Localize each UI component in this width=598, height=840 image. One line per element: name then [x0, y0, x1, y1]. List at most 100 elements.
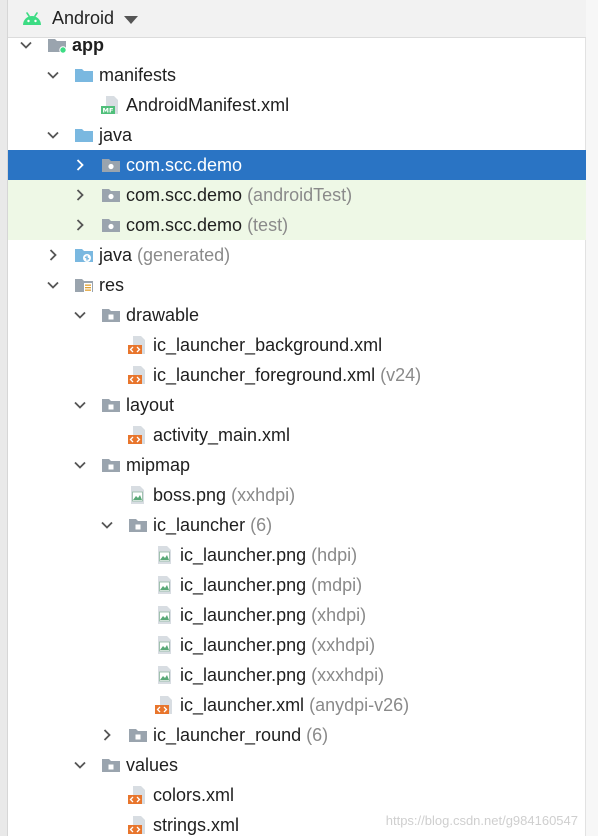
tree-row[interactable]: MF AndroidManifest.xml: [8, 90, 586, 120]
tree-row[interactable]: drawable: [8, 300, 586, 330]
svg-text:MF: MF: [103, 107, 114, 115]
tree-row-label: app: [72, 30, 104, 60]
tree-row[interactable]: layout: [8, 390, 586, 420]
tree-row[interactable]: ic_launcher.png (hdpi): [8, 540, 586, 570]
tree-item-name: values: [126, 755, 179, 775]
tree-item-hint: (6): [250, 515, 273, 535]
tree-row[interactable]: ic_launcher_round (6): [8, 720, 586, 750]
tree-item-hint: (v24): [380, 365, 422, 385]
chevron-down-icon[interactable]: [72, 750, 88, 780]
chevron-down-icon[interactable]: [72, 300, 88, 330]
chevron-down-icon[interactable]: [72, 450, 88, 480]
tree-item-hint: (generated): [137, 245, 231, 265]
tree-row-label: colors.xml: [153, 780, 234, 810]
tree-row[interactable]: ic_launcher.xml (anydpi-v26): [8, 690, 586, 720]
tree-row[interactable]: java: [8, 120, 586, 150]
tree-row-label: ic_launcher_background.xml: [153, 330, 382, 360]
tree-row-label: ic_launcher (6): [153, 510, 272, 540]
chevron-right-icon[interactable]: [72, 150, 88, 180]
tree-row[interactable]: ic_launcher_background.xml: [8, 330, 586, 360]
tree-item-name: activity_main.xml: [153, 425, 291, 445]
right-scrollbar[interactable]: [585, 0, 598, 836]
project-view-title[interactable]: Android: [52, 8, 115, 28]
package-icon: [100, 185, 122, 205]
tree-row-label: ic_launcher_round (6): [153, 720, 328, 750]
tree-item-name: layout: [126, 395, 175, 415]
tree-row-label: strings.xml: [153, 810, 239, 840]
chevron-down-icon[interactable]: [45, 270, 61, 300]
tree-item-name: ic_launcher.png: [180, 575, 307, 595]
tree-item-name: boss.png: [153, 485, 227, 505]
tree-row[interactable]: ic_launcher.png (xhdpi): [8, 600, 586, 630]
tree-row[interactable]: com.scc.demo (androidTest): [8, 180, 586, 210]
chevron-down-icon[interactable]: [45, 120, 61, 150]
tree-row[interactable]: ic_launcher_foreground.xml (v24): [8, 360, 586, 390]
chevron-right-icon[interactable]: [99, 720, 115, 750]
tree-row[interactable]: ic_launcher.png (mdpi): [8, 570, 586, 600]
folder-res-icon: [73, 275, 95, 295]
caret-down-icon[interactable]: [124, 15, 139, 24]
tree-row[interactable]: colors.xml: [8, 780, 586, 810]
tree-row[interactable]: ic_launcher (6): [8, 510, 586, 540]
tree-row-label: ic_launcher.png (mdpi): [180, 570, 362, 600]
tree-item-hint: (xhdpi): [311, 605, 367, 625]
folder-blue-icon: [73, 65, 95, 85]
tree-item-name: drawable: [126, 305, 200, 325]
tree-item-name: java: [99, 245, 133, 265]
folder-gray-icon: [100, 755, 122, 775]
tree-row[interactable]: boss.png (xxhdpi): [8, 480, 586, 510]
tree-row-label: drawable: [126, 300, 199, 330]
tree-row-label: ic_launcher.png (hdpi): [180, 540, 357, 570]
tree-row[interactable]: manifests: [8, 60, 586, 90]
tree-item-name: ic_launcher.png: [180, 605, 307, 625]
tree-item-hint: (6): [306, 725, 329, 745]
watermark: https://blog.csdn.net/g984160547: [385, 813, 578, 828]
tree-item-hint: (androidTest): [247, 185, 353, 205]
image-icon: [154, 545, 176, 565]
tree-row[interactable]: app: [8, 30, 586, 60]
tree-row[interactable]: activity_main.xml: [8, 420, 586, 450]
tree-item-name: manifests: [99, 65, 177, 85]
tree-row[interactable]: res: [8, 270, 586, 300]
tree-row-label: ic_launcher_foreground.xml (v24): [153, 360, 421, 390]
tree-row-label: activity_main.xml: [153, 420, 290, 450]
chevron-right-icon[interactable]: [45, 240, 61, 270]
tree-row[interactable]: java (generated): [8, 240, 586, 270]
android-logo-icon: [23, 11, 41, 25]
tree-row-label: ic_launcher.png (xhdpi): [180, 600, 366, 630]
package-icon: [100, 155, 122, 175]
tree-item-name: colors.xml: [153, 785, 235, 805]
xml-icon: [127, 365, 149, 385]
tree-item-hint: (test): [247, 215, 289, 235]
tree-row-label: mipmap: [126, 450, 190, 480]
project-view-header[interactable]: Android: [8, 0, 586, 38]
tree-row-label: res: [99, 270, 124, 300]
chevron-right-icon[interactable]: [72, 180, 88, 210]
tree-row[interactable]: strings.xml: [8, 810, 586, 840]
tree-row[interactable]: ic_launcher.png (xxhdpi): [8, 630, 586, 660]
manifest-icon: MF: [100, 95, 122, 115]
tree-item-hint: (xxxhdpi): [311, 665, 385, 685]
tree-item-hint: (anydpi-v26): [309, 695, 410, 715]
tree-item-name: ic_launcher.xml: [180, 695, 305, 715]
tree-row[interactable]: values: [8, 750, 586, 780]
chevron-down-icon[interactable]: [99, 510, 115, 540]
tree-row[interactable]: mipmap: [8, 450, 586, 480]
chevron-down-icon[interactable]: [45, 60, 61, 90]
xml-icon: [127, 815, 149, 835]
chevron-down-icon[interactable]: [18, 30, 34, 60]
tree-row[interactable]: ic_launcher.png (xxxhdpi): [8, 660, 586, 690]
module-icon: [46, 35, 68, 55]
chevron-right-icon[interactable]: [72, 210, 88, 240]
folder-gray-icon: [100, 455, 122, 475]
chevron-down-icon[interactable]: [72, 390, 88, 420]
folder-generated-icon: [73, 245, 95, 265]
tree-row-label: AndroidManifest.xml: [126, 90, 289, 120]
tree-row-label: java: [99, 120, 132, 150]
folder-gray-icon: [100, 395, 122, 415]
tree-item-name: strings.xml: [153, 815, 240, 835]
tree-row[interactable]: com.scc.demo: [8, 150, 586, 180]
tree-item-name: java: [99, 125, 133, 145]
tree-row[interactable]: com.scc.demo (test): [8, 210, 586, 240]
